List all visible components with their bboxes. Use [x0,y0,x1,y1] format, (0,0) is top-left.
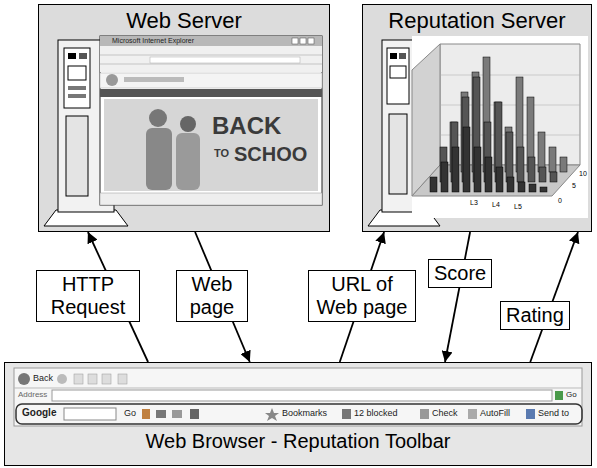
screenshot-text: Go [566,391,577,399]
bar-chart [412,36,588,218]
edge-label: Score [428,259,492,288]
screenshot-text: BACK [212,114,281,138]
screenshot-text: L4 [492,201,500,208]
screenshot-text: Google [22,408,56,418]
box-title: Web Browser - Reputation Toolbar [5,429,591,453]
edge-label: Rating [500,301,570,330]
panel-ground [362,4,592,232]
connector-arrow [445,232,470,362]
screenshot-text: 0 [558,197,562,204]
screenshot-text: L5 [514,203,522,210]
web-page-screenshot [100,36,322,205]
screenshot-text: Go [124,409,136,418]
panel-ground [38,4,330,232]
screenshot-text: TO [214,148,229,159]
screenshot-text: 5 [572,182,576,189]
box-title: Web Server [39,8,329,34]
toolbar-screenshot [14,368,582,426]
screenshot-text: Check [432,409,458,418]
screenshot-text: 10 [579,170,587,177]
screenshot-text: Send to [538,409,569,418]
screenshot-text: Back [33,374,53,383]
edge-label: URL of Web page [308,270,416,322]
edge-label: HTTP Request [36,270,140,322]
panel-ground [4,362,592,466]
screenshot-text: Microsoft Internet Explorer [112,37,194,44]
screenshot-text: L3 [470,199,478,206]
screenshot-text: 12 blocked [354,409,398,418]
server-panel: Reputation Server [362,4,592,232]
screenshot-text: SCHOO [234,144,307,164]
screenshot-text: Bookmarks [282,409,327,418]
edge-label: Web page [176,270,248,322]
screenshot-text: AutoFill [480,409,510,418]
box-title: Reputation Server [363,8,591,34]
connector-arrow [530,232,578,362]
screenshot-text: Address [18,391,47,399]
